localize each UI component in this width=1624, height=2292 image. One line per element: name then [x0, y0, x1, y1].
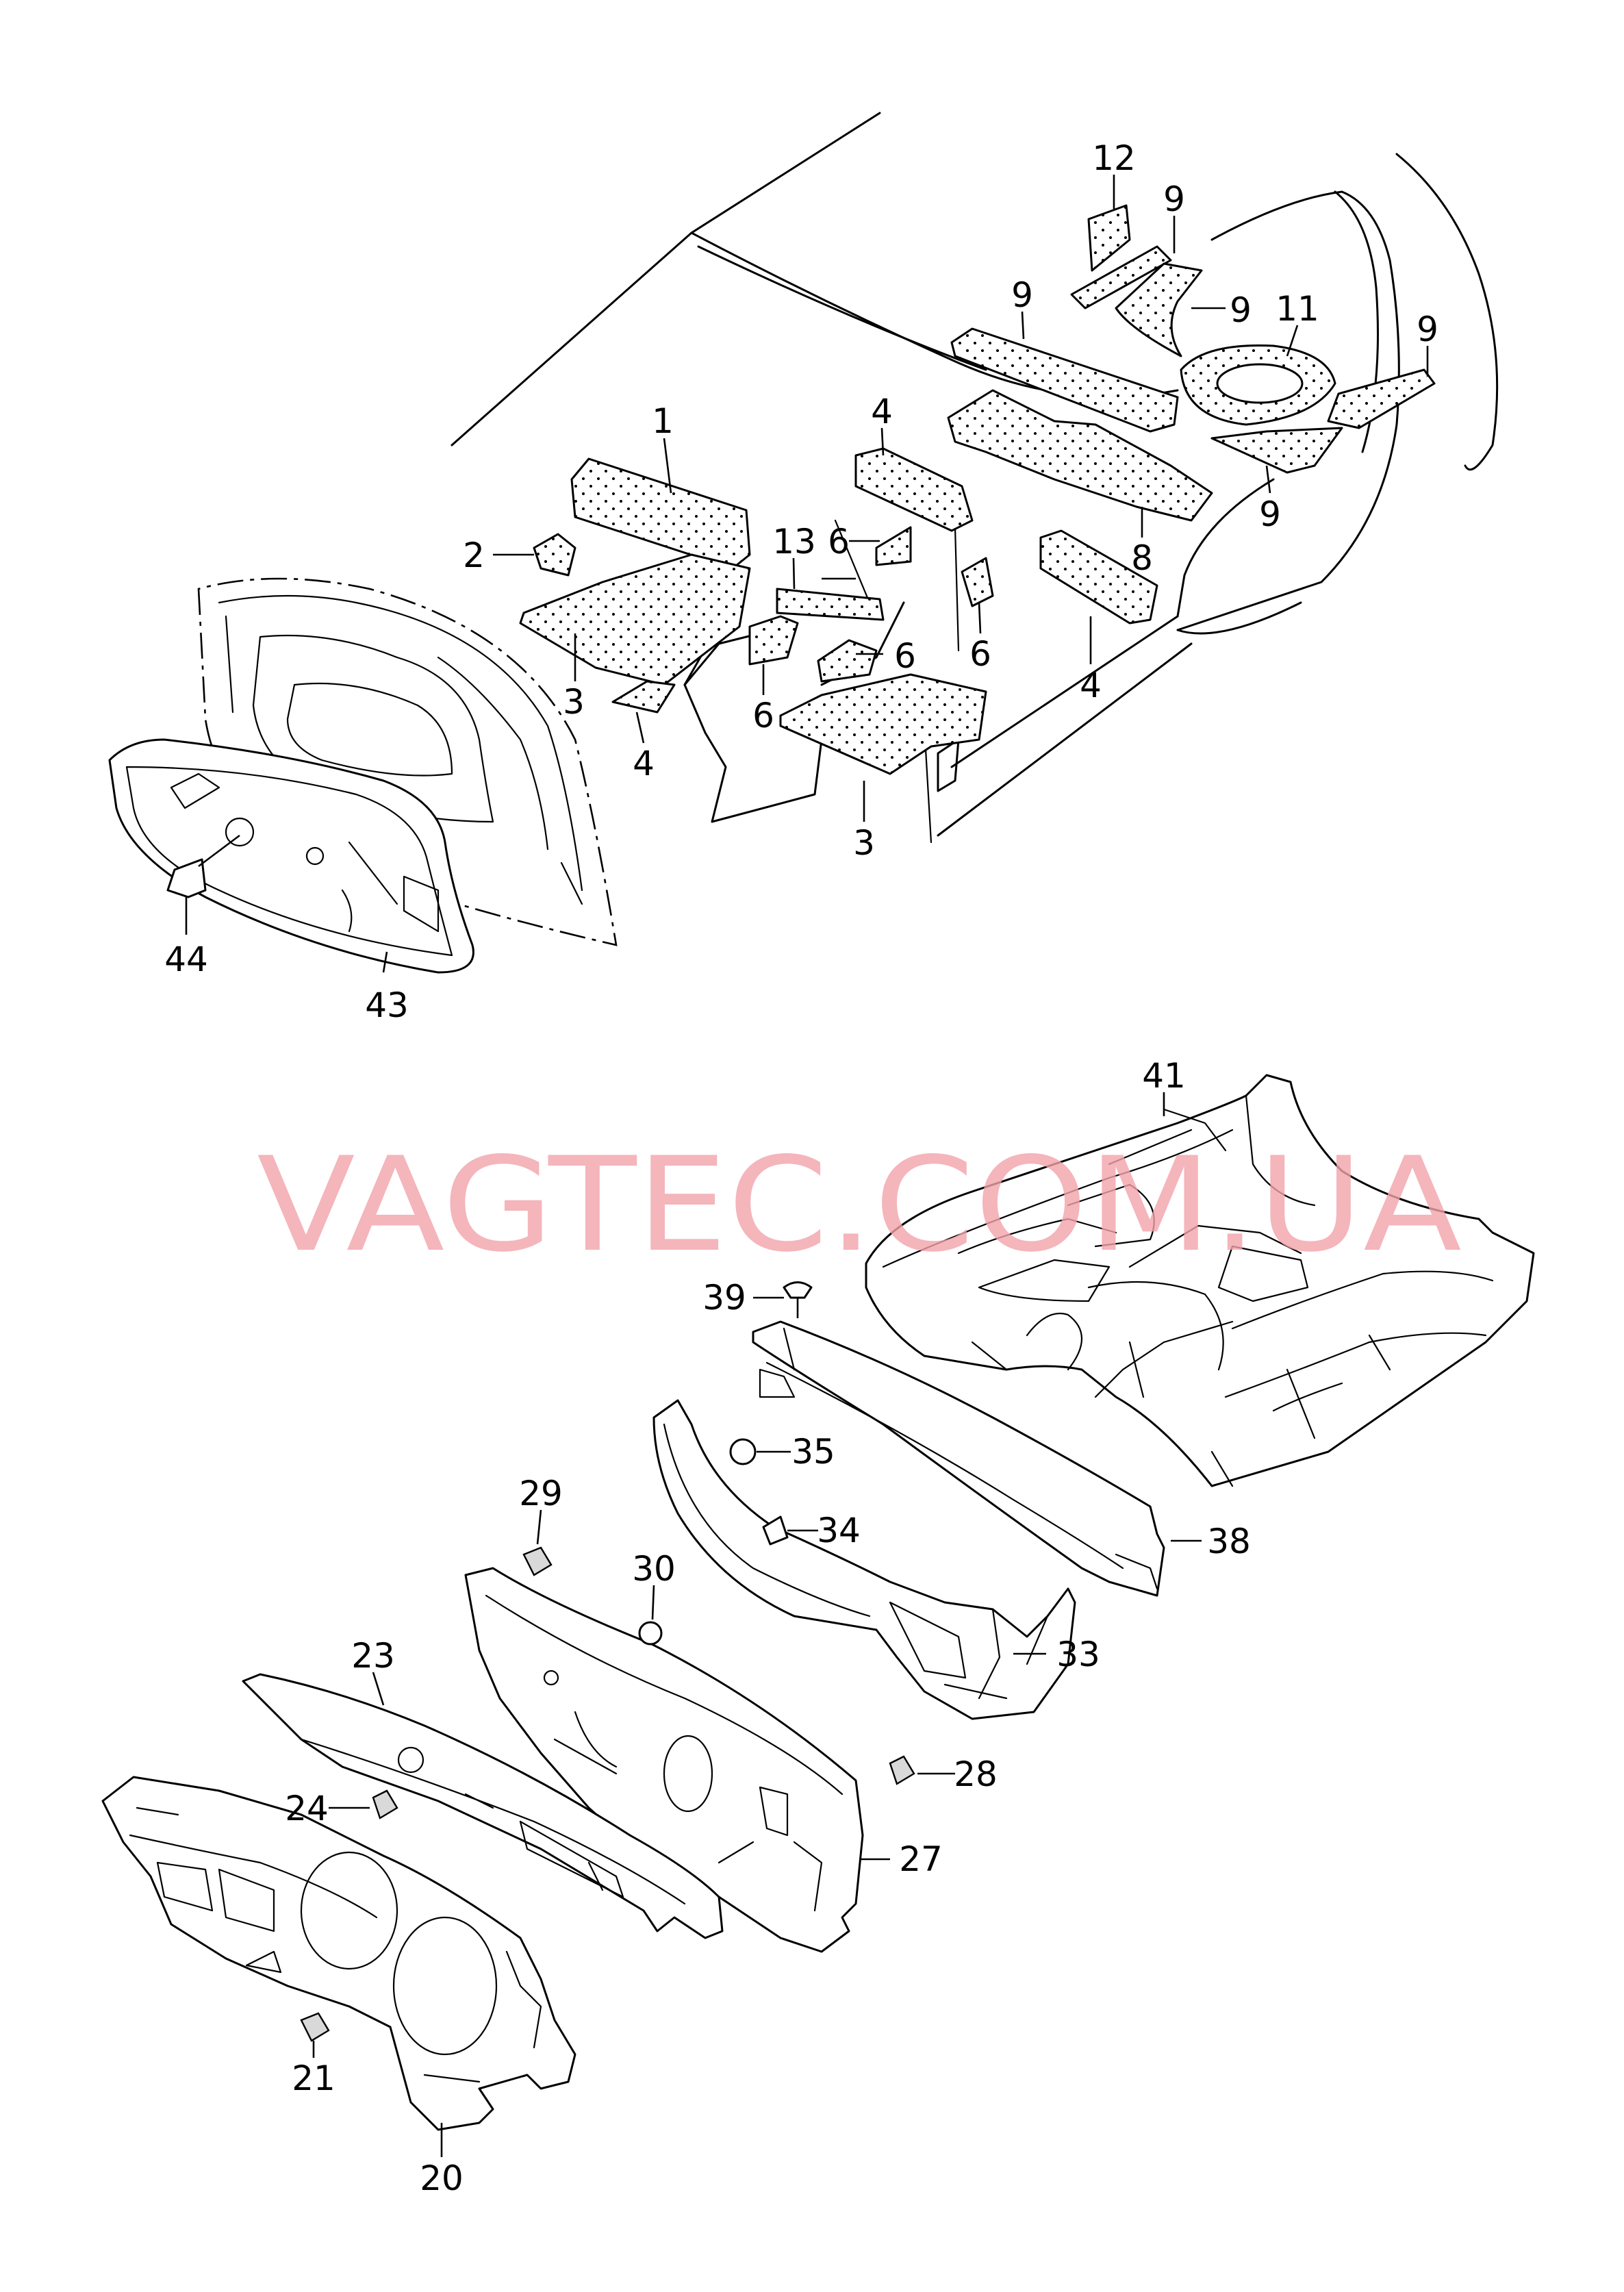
mat-1	[570, 457, 751, 570]
callout-6: 6	[894, 636, 916, 676]
callout-21: 21	[292, 2058, 335, 2098]
mat-4-small	[611, 680, 676, 714]
mat-4-upper	[854, 447, 974, 532]
callout-4: 4	[1080, 666, 1102, 705]
callout-11: 11	[1276, 289, 1319, 329]
callout-43: 43	[365, 985, 409, 1025]
mat-8	[947, 389, 1213, 522]
callout-2: 2	[463, 536, 485, 575]
part-38-bulkhead-cover[interactable]	[752, 1320, 1165, 1597]
mat-13	[776, 588, 885, 621]
mat-6-a	[748, 615, 799, 666]
callout-9: 9	[1011, 275, 1033, 315]
part-43-lid-insulation[interactable]	[108, 738, 474, 974]
callout-3: 3	[563, 682, 585, 722]
part-33-panel[interactable]	[652, 1399, 1076, 1720]
callout-33: 33	[1056, 1635, 1100, 1674]
mat-3-right	[779, 673, 987, 775]
callout-labels: 1 2 3 3 4 4 4 6 6 6 6 8 9 9 9 9 9 11 12 …	[164, 138, 1438, 2198]
callout-9: 9	[1230, 290, 1252, 330]
part-28-clip[interactable]	[889, 1755, 915, 1785]
callout-20: 20	[420, 2158, 464, 2198]
mat-9-long	[950, 327, 1179, 433]
callout-29: 29	[519, 1474, 563, 1513]
mat-9-d	[1327, 368, 1436, 429]
part-20-dash-insulation[interactable]	[101, 1776, 576, 2131]
part-44-clip[interactable]	[166, 834, 240, 935]
callout-6: 6	[752, 696, 774, 735]
callout-28: 28	[954, 1754, 998, 1794]
callout-4: 4	[633, 744, 655, 783]
callout-23: 23	[351, 1636, 395, 1676]
mat-9-c	[1210, 427, 1343, 474]
mat-6-b	[875, 526, 912, 566]
mat-6-d	[961, 557, 994, 607]
callout-24: 24	[285, 1789, 329, 1828]
leader-lines	[312, 175, 1429, 2157]
callout-6: 6	[969, 634, 991, 674]
callout-1: 1	[652, 401, 674, 441]
mat-12	[1087, 204, 1131, 272]
callout-8: 8	[1131, 538, 1153, 578]
mat-6-c	[817, 639, 878, 683]
callout-9: 9	[1259, 494, 1281, 534]
watermark: VAGTEC.COM.UA	[257, 1129, 1462, 1281]
callout-35: 35	[791, 1432, 835, 1472]
part-35-fastener[interactable]	[729, 1438, 757, 1465]
callout-6: 6	[828, 522, 850, 562]
callout-9: 9	[1417, 310, 1438, 349]
callout-30: 30	[632, 1549, 676, 1589]
mat-3-left	[519, 553, 751, 686]
part-21-clip[interactable]	[300, 2012, 330, 2042]
part-23-insulation-strip[interactable]	[242, 1673, 724, 1939]
callout-44: 44	[164, 940, 208, 979]
part-29-clip[interactable]	[522, 1546, 553, 1576]
callout-12: 12	[1092, 138, 1136, 178]
insulation-mats	[519, 204, 1436, 775]
part-34-fastener[interactable]	[762, 1515, 789, 1546]
mat-9-a	[1070, 245, 1172, 310]
mat-2	[533, 533, 576, 577]
part-24-clip[interactable]	[372, 1789, 398, 1819]
callout-3: 3	[853, 823, 875, 863]
callout-27: 27	[899, 1839, 943, 1879]
part-30-fastener[interactable]	[638, 1621, 663, 1646]
mat-9-b	[1115, 262, 1203, 357]
callout-4: 4	[871, 392, 893, 431]
callout-39: 39	[702, 1278, 746, 1318]
callout-9: 9	[1163, 179, 1185, 219]
mat-4-right	[1039, 529, 1158, 625]
part-39-fastener[interactable]	[783, 1281, 813, 1319]
car-body-outline	[451, 112, 1499, 844]
callout-34: 34	[817, 1511, 861, 1550]
part-27-bulkhead-insulation[interactable]	[464, 1567, 864, 1953]
part-41-floor-carpet[interactable]	[865, 1074, 1535, 1487]
callout-13: 13	[772, 522, 816, 562]
callout-41: 41	[1142, 1056, 1186, 1096]
callout-38: 38	[1207, 1522, 1251, 1561]
